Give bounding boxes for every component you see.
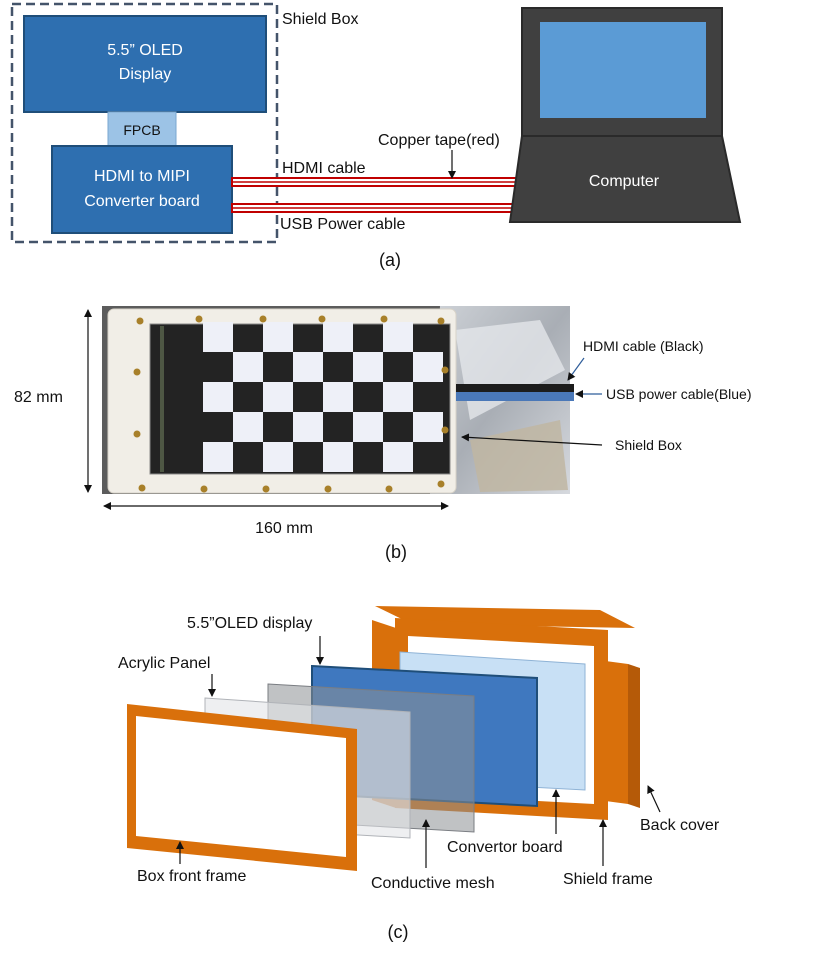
oled-display-label-line2: Display — [119, 66, 171, 83]
hdmi-cable-black-label: HDMI cable (Black) — [583, 338, 704, 354]
hdmi-cable-photo — [456, 384, 574, 392]
oled-display-block — [23, 15, 267, 113]
copper-tape-label: Copper tape(red) — [378, 132, 500, 149]
shield-box-photo — [102, 306, 574, 494]
shield-box-outline — [10, 2, 279, 244]
converter-board-block — [51, 145, 233, 234]
hdmi-cable-line — [231, 177, 525, 187]
box-front-frame — [127, 704, 357, 871]
fpcb-label: FPCB — [123, 122, 160, 138]
converter-board-label-line2: Converter board — [84, 193, 200, 210]
caption-b: (b) — [385, 542, 407, 562]
caption-a: (a) — [379, 250, 401, 270]
oled-display-label-line1: 5.5” OLED — [107, 42, 183, 59]
usb-power-cable-photo — [456, 392, 574, 401]
hdmi-cable-label: HDMI cable — [282, 160, 366, 177]
width-label: 160 mm — [255, 520, 313, 537]
back-cover-pointer — [647, 785, 661, 813]
panel-c: 5.5”OLED display Acrylic Panel Back cove… — [118, 606, 720, 942]
caption-c: (c) — [388, 922, 409, 942]
shield-box-label: Shield Box — [282, 11, 359, 28]
convertor-board-label: Convertor board — [447, 839, 563, 856]
computer-laptop — [508, 7, 742, 223]
usb-power-cable-blue-label: USB power cable(Blue) — [606, 386, 752, 402]
shield-box-photo-label: Shield Box — [615, 437, 682, 453]
shield-frame-label: Shield frame — [563, 871, 653, 888]
checkerboard-pattern — [203, 322, 443, 472]
back-cover-label: Back cover — [640, 817, 720, 834]
usb-power-cable-line — [231, 203, 525, 213]
oled-display-label: 5.5”OLED display — [187, 615, 312, 632]
conductive-mesh-label: Conductive mesh — [371, 875, 495, 892]
height-label: 82 mm — [14, 389, 63, 406]
laptop-screen — [540, 22, 706, 118]
box-front-frame-label: Box front frame — [137, 868, 246, 885]
usb-power-cable-label: USB Power cable — [280, 216, 405, 233]
panel-b: 82 mm 160 mm HDMI cable (Black) USB powe… — [14, 306, 752, 562]
panel-a: Shield Box 5.5” OLED Display FPCB HDMI t… — [10, 2, 742, 270]
hdmi-cable-pointer — [567, 357, 585, 381]
converter-board-label-line1: HDMI to MIPI — [94, 168, 190, 185]
computer-label: Computer — [589, 173, 660, 190]
frame-screws — [133, 315, 449, 493]
acrylic-panel-label: Acrylic Panel — [118, 655, 210, 672]
shield-box-pointer — [461, 433, 603, 446]
